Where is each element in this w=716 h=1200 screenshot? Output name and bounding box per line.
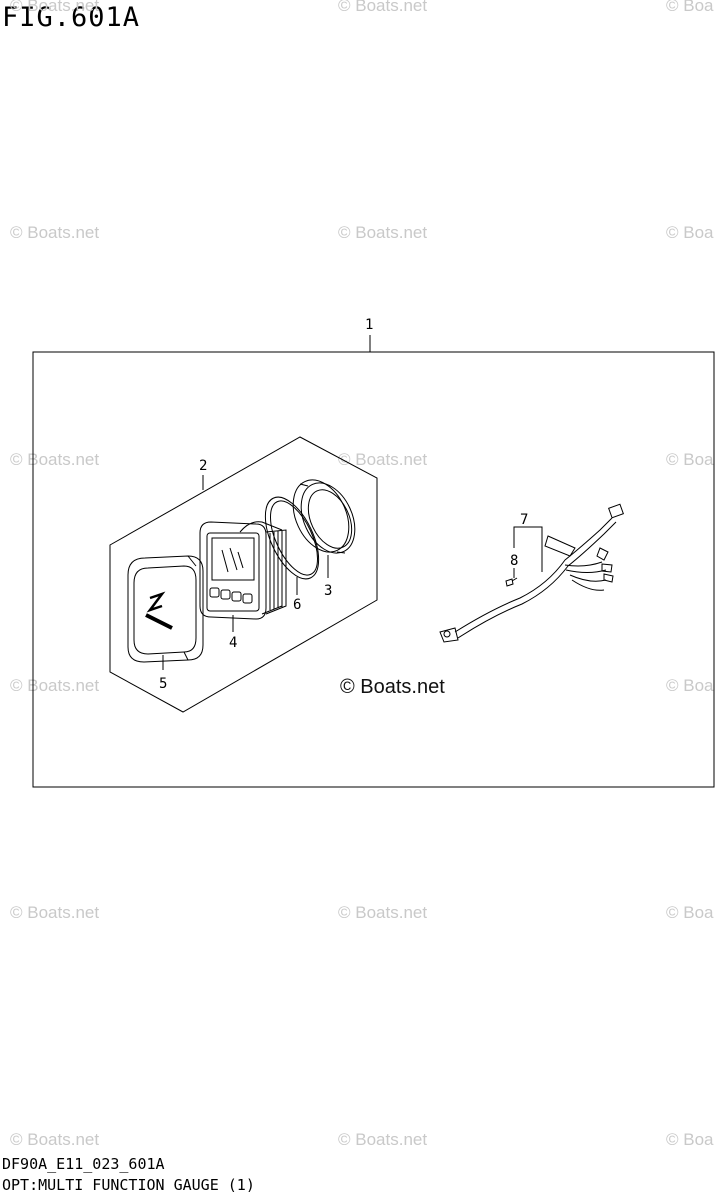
watermark: © Boats.net (338, 223, 428, 242)
callout-4: 4 (229, 635, 237, 651)
watermark: © Boats.net (338, 1130, 428, 1149)
mounting-nut-part (292, 479, 356, 554)
watermark: © Boa (666, 223, 714, 242)
watermark: © Boats.net (10, 450, 100, 469)
watermark: © Boa (666, 903, 714, 922)
watermark: © Boats.net (10, 223, 100, 242)
fitting-part (505, 577, 518, 587)
callout-5: 5 (159, 676, 167, 692)
watermark: © Boats.net (338, 903, 428, 922)
callout-3: 3 (324, 583, 332, 599)
watermark: © Boats.net (338, 0, 428, 15)
watermark: © Boa (666, 1130, 714, 1149)
watermark: © Boats.net (10, 0, 100, 15)
gauge-body-part (199, 521, 287, 620)
watermark: © Boats.net (10, 1130, 100, 1149)
watermark: © Boats.net (338, 450, 428, 469)
leader-line-7 (513, 526, 543, 572)
watermark: © Boats.net (10, 903, 100, 922)
watermark: © Boats.net (10, 676, 100, 695)
watermark: © Boa (666, 676, 714, 695)
watermark: © Boa (666, 450, 714, 469)
kit-outline (109, 436, 378, 713)
callout-8: 8 (510, 553, 518, 569)
callout-6: 6 (293, 597, 301, 613)
cover-part (127, 555, 204, 663)
watermark: © Boa (666, 0, 714, 15)
diagram-watermark: © Boats.net (340, 676, 445, 698)
assembly-box (32, 351, 715, 788)
callout-2: 2 (199, 458, 207, 474)
diagram-code: DF90A_E11_023_601A (2, 1155, 165, 1173)
callout-1: 1 (365, 317, 373, 333)
callout-7: 7 (520, 512, 528, 528)
diagram-caption: OPT:MULTI FUNCTION GAUGE (1) (2, 1176, 255, 1194)
o-ring-part (264, 496, 320, 580)
wiring-harness-part (439, 503, 624, 643)
figure-title: FIG.601A (2, 2, 141, 33)
